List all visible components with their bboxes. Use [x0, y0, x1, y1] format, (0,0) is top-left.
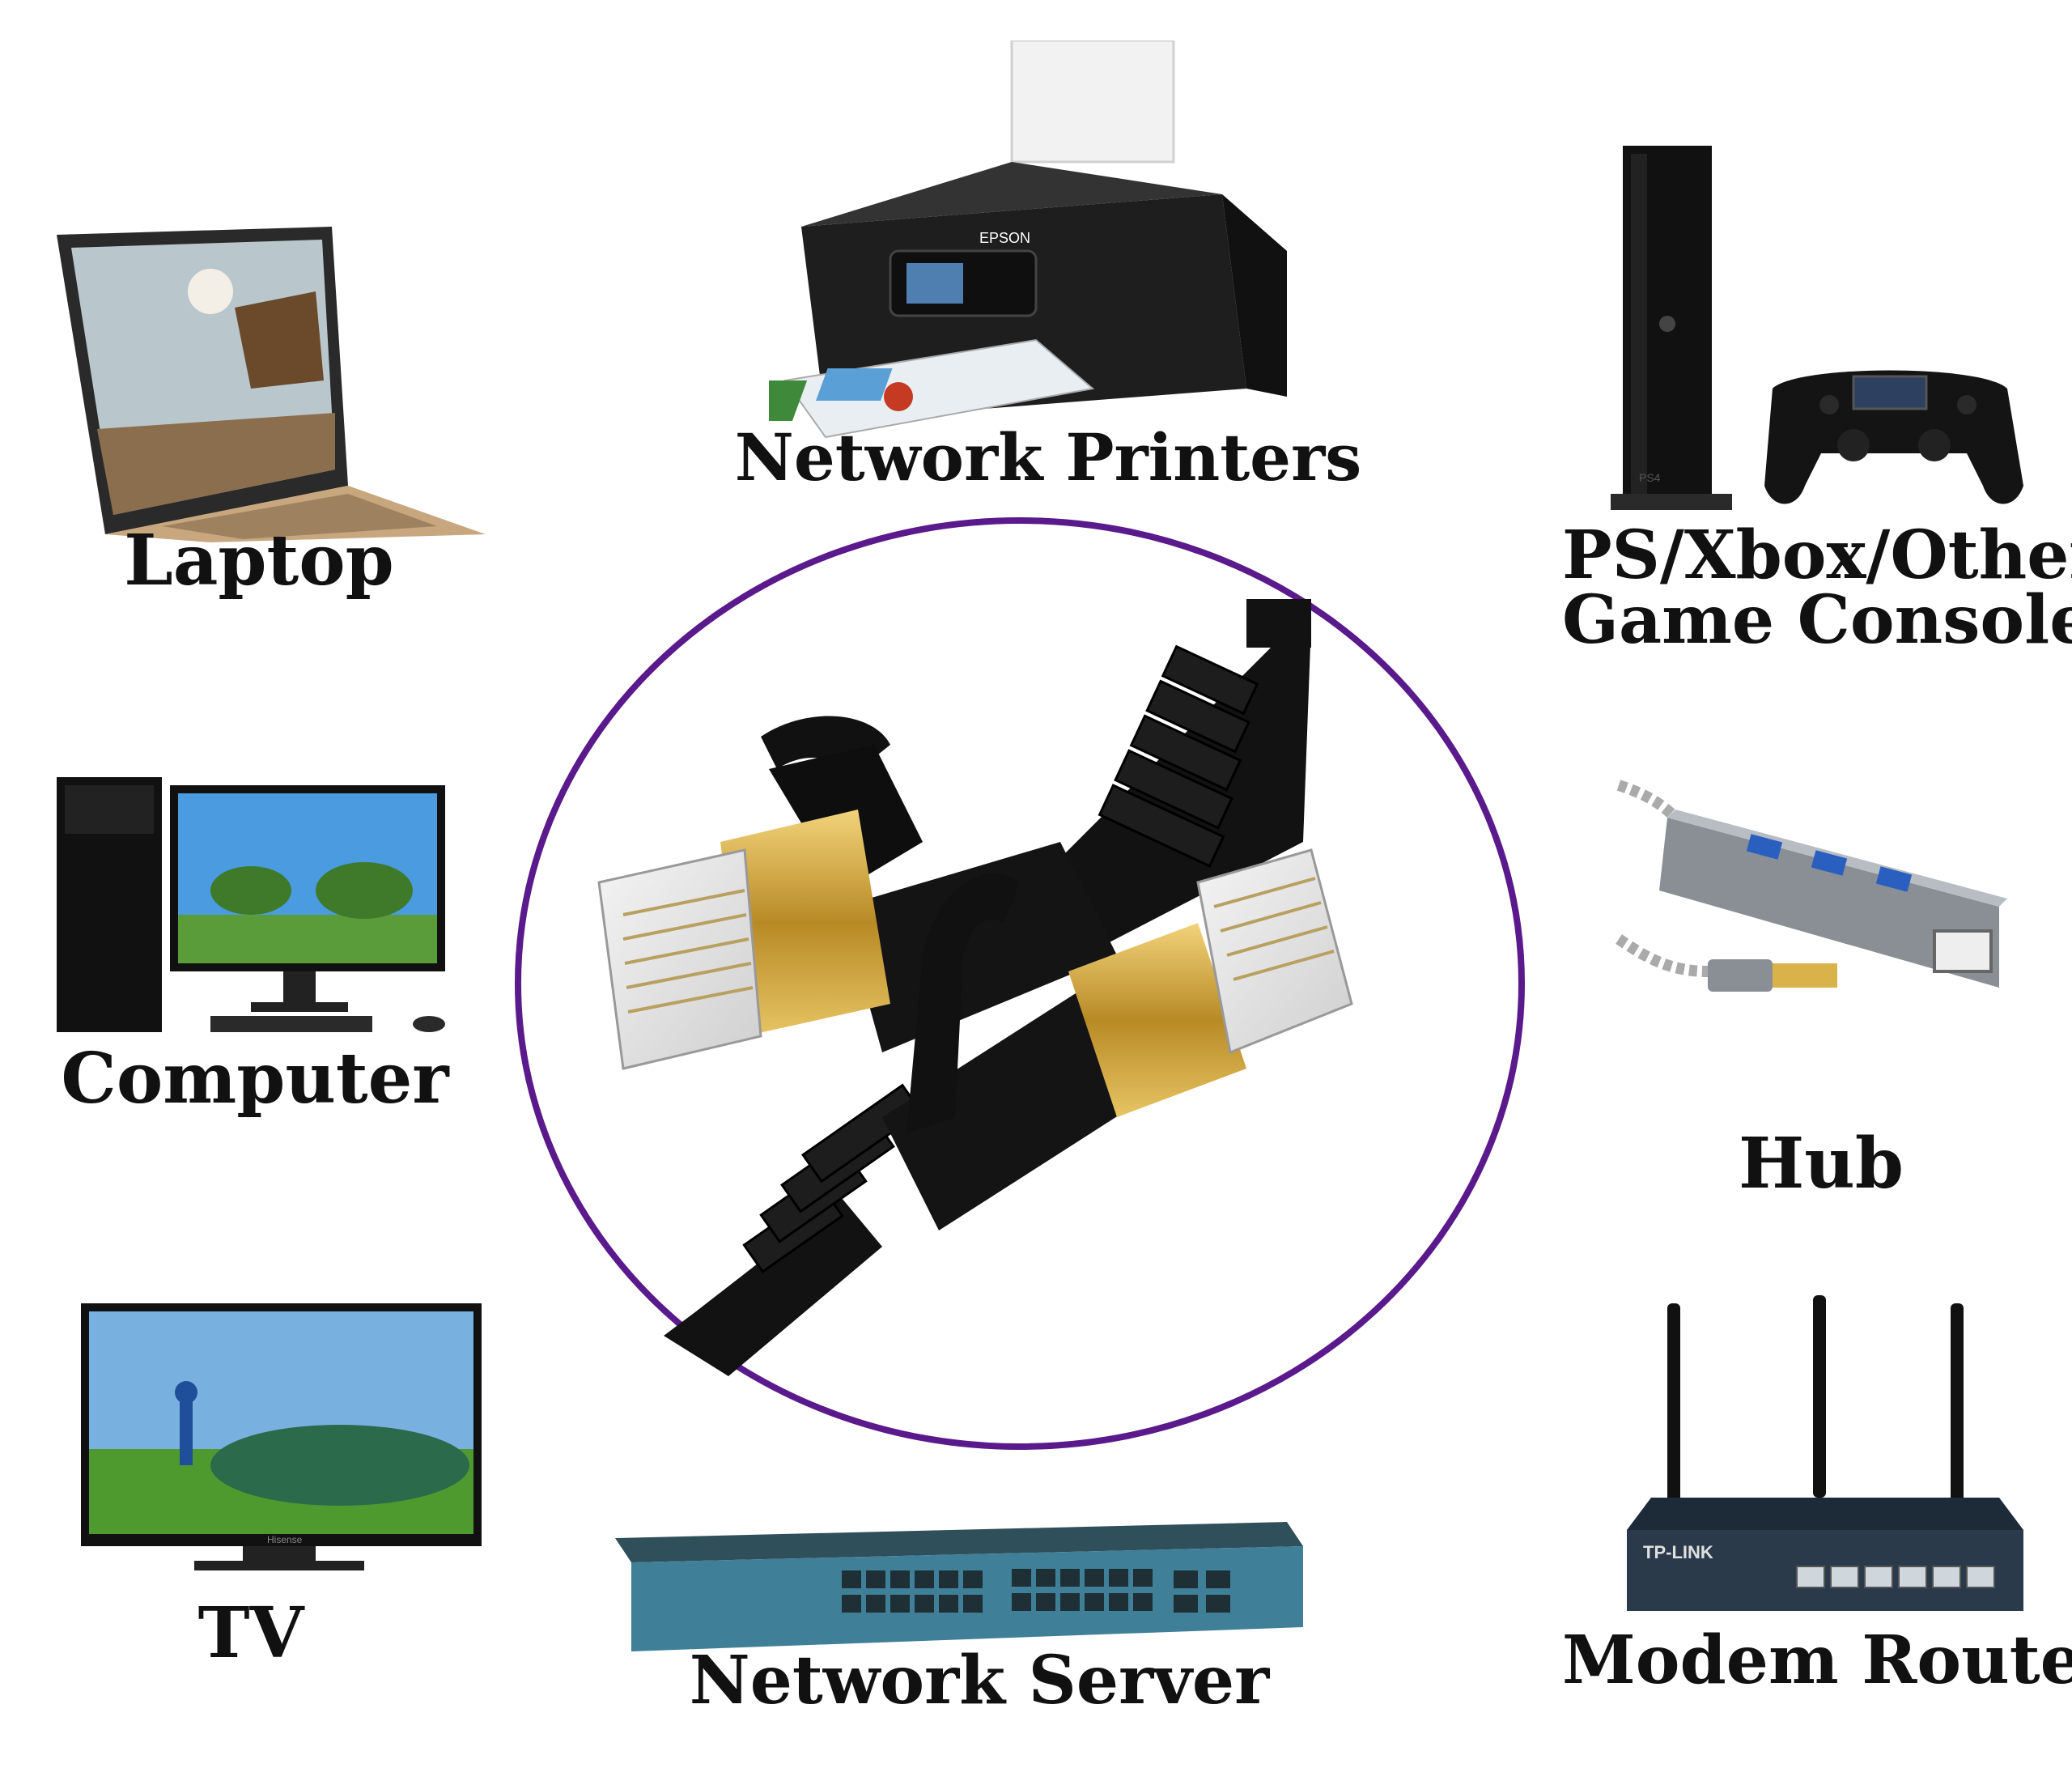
- printer-icon: EPSON: [769, 40, 1287, 439]
- console-label-line1: PS/Xbox/Other: [1562, 516, 2072, 594]
- printers-label: Network Printers: [734, 419, 1362, 495]
- desktop-computer-icon: [57, 777, 445, 1032]
- server-label: Network Server: [689, 1642, 1270, 1719]
- tv-icon: Hisense: [81, 1303, 482, 1570]
- console-label-line2: Game Console: [1562, 581, 2072, 659]
- computer-label: Computer: [61, 1038, 449, 1120]
- usb-hub-icon: [1616, 780, 2007, 992]
- tv-brand: Hisense: [267, 1534, 303, 1545]
- router-icon: TP-LINK: [1627, 1295, 2023, 1611]
- server-device: [615, 1514, 1311, 1651]
- ethernet-cable-icon: [515, 517, 1525, 1450]
- laptop-icon: [57, 227, 486, 542]
- ethernet-cable-circle: [502, 502, 1538, 1457]
- tv-device: Hisense: [81, 1303, 486, 1579]
- laptop-label: Laptop: [124, 520, 394, 601]
- router-brand: TP-LINK: [1643, 1542, 1713, 1562]
- router-label: Modem Router: [1562, 1621, 2072, 1699]
- printer-brand: EPSON: [979, 230, 1030, 246]
- printer-device: EPSON: [769, 40, 1303, 445]
- laptop-device: [49, 219, 486, 542]
- console-brand: PS4: [1639, 471, 1661, 484]
- hub-device: [1611, 769, 2032, 1044]
- game-console-icon: PS4: [1611, 146, 2023, 510]
- hub-label: Hub: [1739, 1123, 1904, 1205]
- tv-label: TV: [197, 1592, 304, 1674]
- console-device: PS4: [1611, 146, 2032, 518]
- computer-device: [57, 769, 461, 1036]
- router-device: TP-LINK: [1619, 1295, 2032, 1619]
- network-switch-icon: [615, 1522, 1303, 1651]
